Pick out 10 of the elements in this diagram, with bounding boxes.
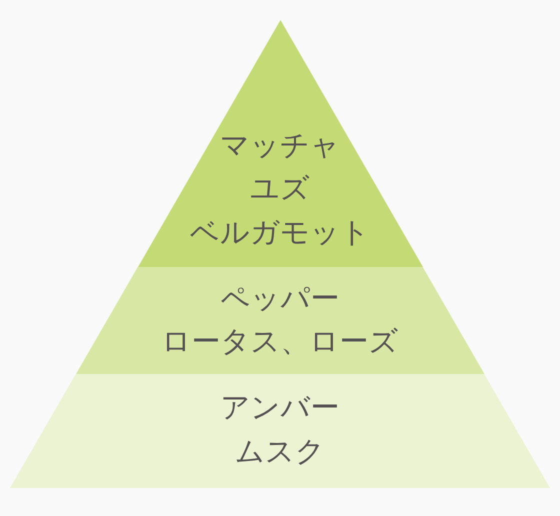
pyramid-tier: [76, 267, 484, 374]
tier-label: ユズ: [250, 170, 310, 206]
tier-label: ムスク: [235, 433, 325, 469]
tier-label: ペッパー: [220, 280, 340, 316]
tier-label: ロータス、ローズ: [161, 323, 398, 359]
pyramid-tier: [138, 20, 422, 267]
pyramid-tier: [10, 374, 550, 488]
tier-label: マッチャ: [220, 127, 340, 163]
tier-label: ベルガモット: [190, 214, 370, 250]
tier-label: アンバー: [220, 389, 340, 425]
